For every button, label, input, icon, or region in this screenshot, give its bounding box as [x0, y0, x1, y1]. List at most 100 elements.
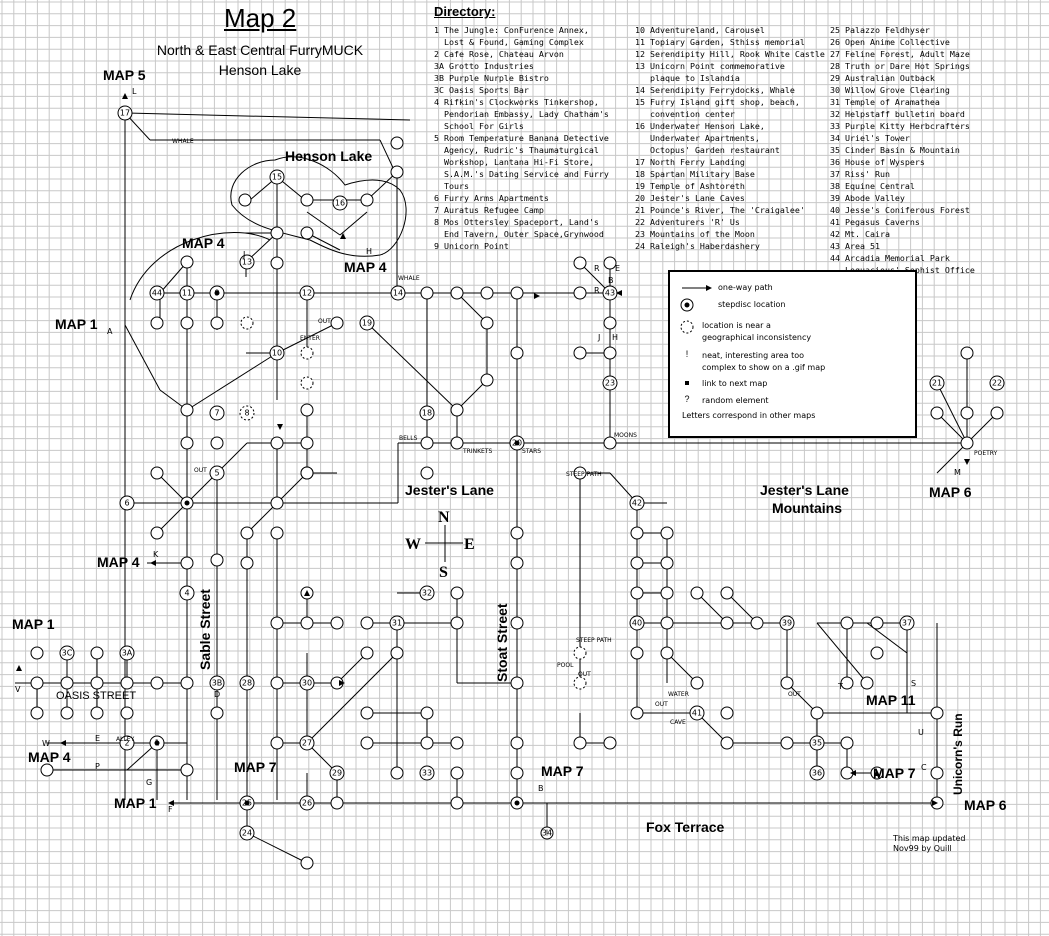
node-circle — [603, 436, 617, 450]
node-circle — [329, 765, 345, 781]
node-label: 30 — [302, 679, 312, 688]
legend-random: random element — [702, 396, 769, 405]
node-circle — [809, 765, 825, 781]
map-node — [840, 676, 854, 690]
node-circle — [300, 193, 314, 207]
map-node — [360, 736, 374, 750]
map-node — [960, 406, 974, 420]
one-way-arrow — [60, 740, 66, 746]
node-label: 32 — [422, 589, 432, 598]
map-path — [456, 292, 488, 324]
node-circle — [360, 193, 374, 207]
node-circle — [299, 795, 315, 811]
node-circle — [239, 675, 255, 691]
location-node-17: 17 — [117, 105, 133, 121]
legend-stepdisc: stepdisc location — [718, 300, 786, 309]
location-node-21: 21 — [929, 375, 945, 391]
map-node — [660, 616, 674, 630]
path-label: POOL — [557, 662, 574, 669]
node-circle — [603, 316, 617, 330]
location-node-40: 40 — [629, 615, 645, 631]
connection-letter: G — [146, 778, 152, 787]
legend-box: ! ? one-way path stepdisc location locat… — [668, 270, 917, 438]
node-circle — [300, 466, 314, 480]
node-circle — [840, 676, 854, 690]
node-circle — [809, 735, 825, 751]
map-node — [300, 466, 314, 480]
legend-inconsistency-1: location is near a — [702, 321, 771, 330]
map-node — [630, 706, 644, 720]
location-node-29: 29 — [329, 765, 345, 781]
node-circle — [209, 405, 225, 421]
map-node — [90, 706, 104, 720]
node-circle — [330, 616, 344, 630]
node-label: 2 — [124, 739, 129, 748]
legend-link: link to next map — [702, 379, 768, 388]
map-node — [420, 736, 434, 750]
map-node — [750, 616, 764, 630]
node-circle — [690, 586, 704, 600]
node-label: 29 — [332, 769, 342, 778]
node-circle — [240, 526, 254, 540]
node-circle — [360, 616, 374, 630]
connection-letter: K — [153, 550, 159, 559]
path-label: OUT — [788, 691, 801, 698]
node-label: 3A — [122, 649, 133, 658]
map-node — [150, 676, 164, 690]
node-circle — [270, 676, 284, 690]
node-label: 28 — [242, 679, 252, 688]
node-circle — [690, 676, 704, 690]
map-node — [300, 346, 314, 360]
location-node-2: 2 — [119, 735, 135, 751]
node-circle — [603, 736, 617, 750]
location-node-35: 35 — [809, 735, 825, 751]
map-path — [936, 442, 968, 474]
node-circle — [480, 373, 494, 387]
location-node-12: 12 — [299, 285, 315, 301]
map-node — [480, 316, 494, 330]
map-node — [150, 316, 164, 330]
node-circle — [602, 375, 618, 391]
map-node — [603, 256, 617, 270]
map-node — [420, 286, 434, 300]
map-node — [300, 436, 314, 450]
map-node — [180, 556, 194, 570]
path-label: TRINKETS — [462, 448, 492, 455]
map-node — [870, 616, 884, 630]
connection-letter: U — [918, 728, 924, 737]
place-jesters-lane: Jester's Lane — [405, 482, 494, 498]
place-jesters-mountains-2: Mountains — [772, 500, 842, 516]
compass-s: S — [439, 564, 448, 581]
map-path — [246, 832, 308, 864]
map-node — [90, 646, 104, 660]
node-circle — [180, 436, 194, 450]
node-circle — [450, 586, 464, 600]
legend-letters: Letters correspond in other maps — [682, 411, 816, 420]
map-node — [330, 796, 344, 810]
map-node — [270, 526, 284, 540]
map-node — [210, 316, 224, 330]
map-node — [60, 676, 74, 690]
node-label: 27 — [302, 739, 312, 748]
node-circle — [510, 556, 524, 570]
map-node — [870, 646, 884, 660]
location-node-42: 42 — [629, 495, 645, 511]
location-node-26: 26 — [299, 795, 315, 811]
map-link-map-11: MAP 11 — [866, 692, 916, 708]
map-path — [786, 682, 818, 714]
connection-letter: H — [612, 333, 618, 342]
compass-w: W — [405, 536, 421, 553]
location-node-3A: 3A — [119, 645, 135, 661]
node-circle — [930, 766, 944, 780]
node-circle — [660, 586, 674, 600]
map-node — [180, 496, 194, 510]
node-circle — [573, 466, 587, 480]
location-node-36: 36 — [809, 765, 825, 781]
node-circle — [180, 316, 194, 330]
location-node-15: 15 — [269, 169, 285, 185]
location-node-11: 11 — [179, 285, 195, 301]
node-circle — [30, 646, 44, 660]
connection-letter: J — [242, 250, 245, 259]
location-node-1: 1 — [149, 735, 165, 751]
node-circle — [860, 676, 874, 690]
